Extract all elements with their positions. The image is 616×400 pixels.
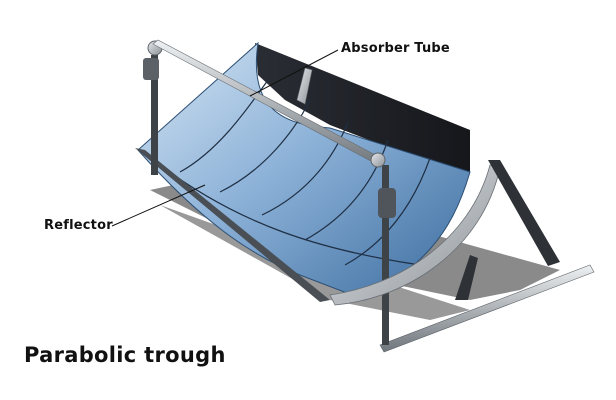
tube-support-arm — [296, 67, 313, 105]
left-support-post — [151, 55, 158, 175]
reflector-label: Reflector — [44, 218, 113, 233]
right-support-stand — [488, 160, 560, 266]
diagram-title: Parabolic trough — [24, 343, 226, 367]
right-support-post — [382, 165, 389, 345]
absorber-tube-label: Absorber Tube — [341, 41, 450, 56]
base-rail-front — [135, 148, 330, 302]
base-rail-right — [379, 264, 595, 353]
right-bearing — [378, 188, 396, 218]
absorber-leader-line — [249, 49, 339, 97]
right-pivot — [370, 152, 386, 168]
reflector-leader-line — [111, 184, 206, 227]
left-bearing — [143, 58, 159, 80]
right-support-foot — [455, 255, 478, 300]
